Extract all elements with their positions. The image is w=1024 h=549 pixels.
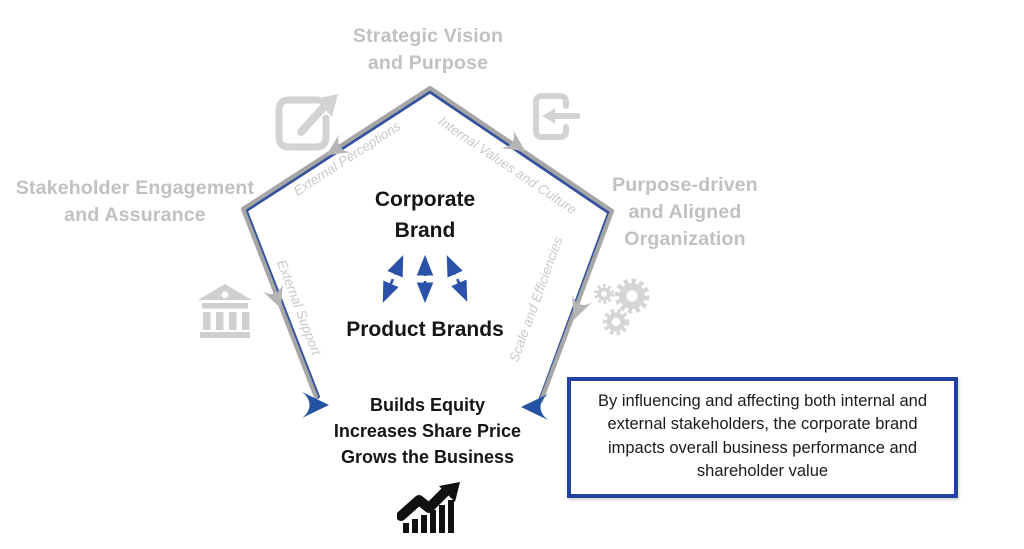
gears-icon	[594, 278, 650, 336]
callout-box: By influencing and affecting both intern…	[567, 377, 958, 498]
external-link-icon	[275, 94, 338, 151]
outcome-label: Builds Equity Increases Share Price Grow…	[333, 395, 522, 467]
brand-link-arrows	[382, 254, 468, 304]
arrow-external-support	[262, 283, 283, 309]
gear-small	[594, 284, 614, 304]
bank-icon	[198, 284, 252, 338]
blue-arrow-right	[521, 394, 548, 420]
node-stakeholder-engagement: Stakeholder Engagement and Assurance	[15, 177, 255, 226]
login-icon	[533, 93, 580, 140]
growth-chart-icon	[397, 482, 460, 533]
blue-arrow-left	[302, 392, 329, 418]
product-brands-label: Product Brands	[346, 318, 504, 341]
node-purpose-driven-organization: Purpose-driven and Aligned Organization	[612, 174, 758, 250]
gear-large	[614, 278, 650, 314]
arrow-to-stakeholder	[326, 133, 352, 156]
gear-bottom	[602, 308, 630, 336]
edge-direction-arrows	[262, 129, 593, 320]
outcome-arrows	[302, 392, 548, 420]
node-strategic-vision: Strategic Vision and Purpose	[352, 25, 504, 74]
arrow-scale-efficiencies	[571, 294, 593, 320]
arrow-to-organization	[500, 129, 526, 152]
corporate-brand-label: Corporate Brand	[374, 188, 476, 242]
